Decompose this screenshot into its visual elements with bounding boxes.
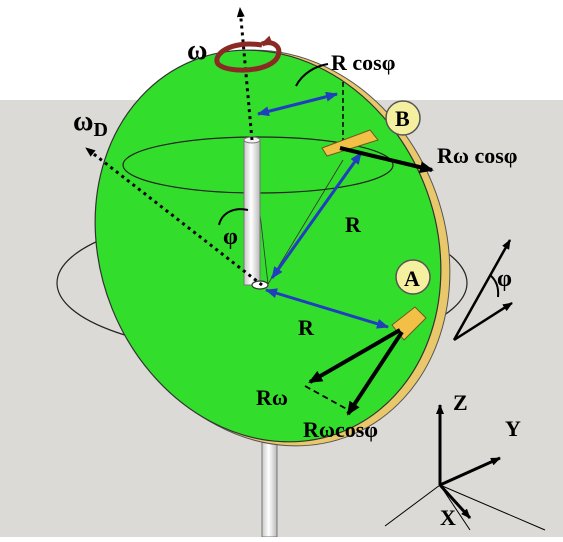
pad-b <box>321 129 379 157</box>
omega-d-label: ωD <box>73 106 108 141</box>
b-marker-circle <box>385 100 421 136</box>
projection-dash <box>304 385 353 413</box>
phi-disk-label: φ <box>223 224 238 250</box>
r-omega-label: Rω <box>256 385 288 410</box>
z-axis-label: Z <box>453 390 468 415</box>
a-marker-label: A <box>404 266 420 291</box>
omega-d-axis <box>85 146 263 287</box>
y-axis <box>439 456 501 487</box>
r-omega-cos-phi-a-label: Rωcosφ <box>303 417 378 442</box>
omega-axis <box>236 7 254 141</box>
b-marker-label: B <box>395 106 410 131</box>
r-omega-cos-phi-b-label: Rω cosφ <box>437 143 518 168</box>
velocity-r-omega-arrow <box>308 328 402 384</box>
r-lower-label: R <box>298 315 315 340</box>
r-upper-label: R <box>345 212 362 237</box>
side-phi-base <box>453 301 513 342</box>
tilted-disk <box>94 49 442 443</box>
velocity-b-arrow <box>339 146 434 174</box>
r-lower-arrow <box>265 288 389 329</box>
x-axis <box>438 483 472 520</box>
side-phi-arc <box>489 274 500 298</box>
a-marker-circle <box>395 259 431 295</box>
axis-guide <box>439 484 471 531</box>
upper-shaft <box>243 139 261 286</box>
axis-guide <box>384 484 441 527</box>
phi-arc-disk <box>218 208 249 226</box>
y-axis-label: Y <box>505 416 521 441</box>
phi-side-label: φ <box>497 266 512 292</box>
side-phi-upper <box>452 239 512 341</box>
rotation-arrow-icon <box>214 35 282 73</box>
axis-guide <box>439 484 546 531</box>
omega-label: ω <box>187 35 207 66</box>
r-cos-phi-leader <box>295 63 329 87</box>
r-cos-phi-top-label: R cosφ <box>331 50 395 75</box>
r-cos-phi-arrow <box>257 91 338 117</box>
r-upper-arrow <box>270 152 363 279</box>
x-axis-label: X <box>440 505 456 530</box>
velocity-r-omega-cos-phi-arrow <box>346 330 404 416</box>
